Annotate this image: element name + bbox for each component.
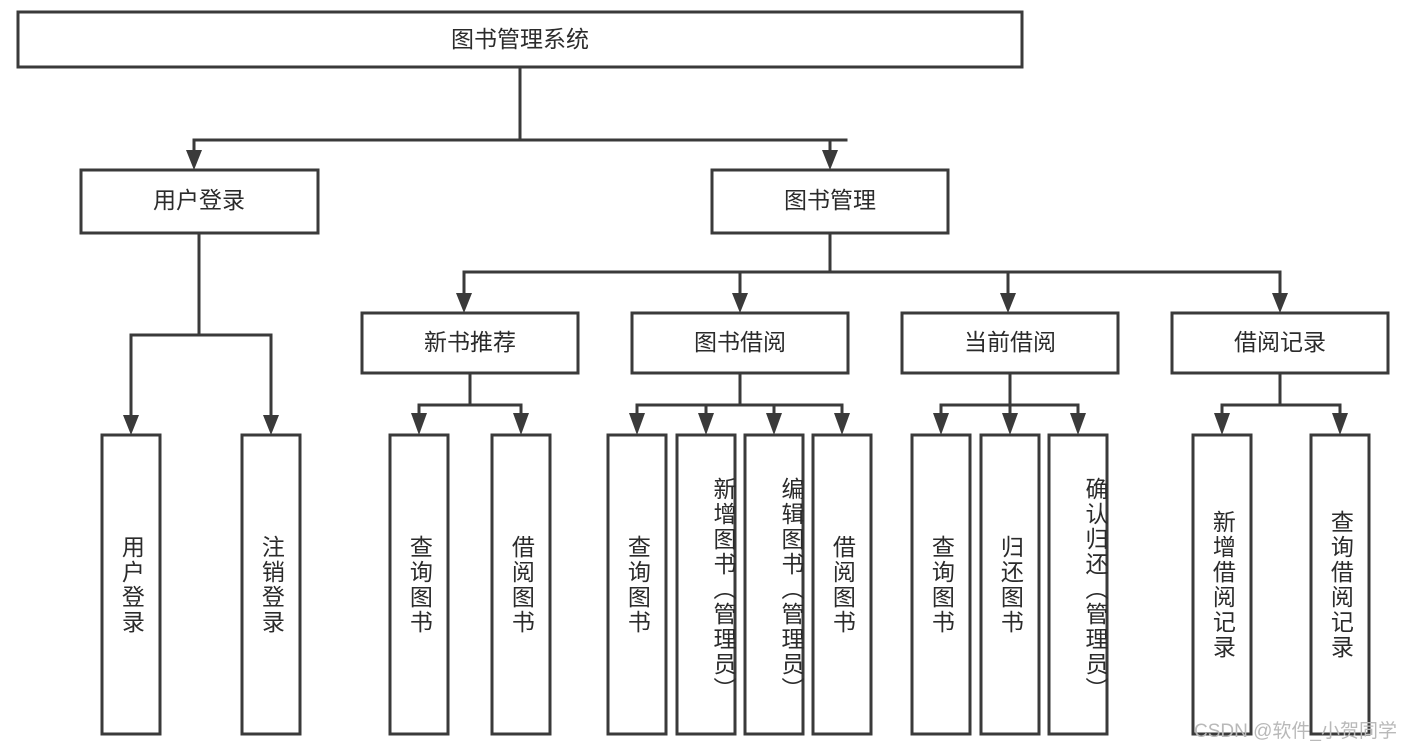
node-box-current-borrow[interactable] — [900, 311, 1120, 375]
node-box-leaf-current-return-book[interactable] — [979, 433, 1041, 736]
node-box-leaf-borrow-add-book[interactable] — [675, 433, 737, 736]
connectors-root-to-level2 — [186, 65, 848, 170]
node-box-leaf-borrow-query-book[interactable] — [606, 433, 668, 736]
node-label-leaf-borrow-add-book: 新增图书（管理员） — [710, 477, 736, 702]
watermark-text: CSDN @软件_小贺同学 — [1194, 721, 1397, 742]
arrowhead-leaf-borrow-borrow — [834, 413, 850, 435]
connectors-borrow-record-to-leaves — [1214, 371, 1348, 435]
node-label-leaf-record-query: 查询借阅记录 — [1327, 509, 1354, 660]
node-label-user-login: 用户登录 — [153, 187, 245, 213]
node-box-new-book-recommend[interactable] — [360, 311, 580, 375]
arrowhead-leaf-current-confirm — [1070, 413, 1086, 435]
node-box-leaf-current-confirm-return[interactable] — [1047, 433, 1109, 736]
arrowhead-leaf-rec-borrow-book — [513, 413, 529, 435]
connectors-book-manage-to-level3 — [456, 231, 1288, 313]
node-box-leaf-user-logout[interactable] — [240, 433, 302, 736]
node-box-leaf-user-login[interactable] — [100, 433, 162, 736]
node-label-root: 图书管理系统 — [451, 26, 589, 52]
node-label-book-borrow: 图书借阅 — [694, 329, 786, 355]
node-label-book-manage: 图书管理 — [784, 187, 876, 213]
node-label-new-book-recommend: 新书推荐 — [424, 329, 516, 355]
node-label-leaf-record-add: 新增借阅记录 — [1209, 509, 1236, 660]
node-box-book-borrow[interactable] — [630, 311, 850, 375]
node-label-borrow-record: 借阅记录 — [1234, 329, 1326, 355]
node-box-leaf-rec-borrow-book[interactable] — [490, 433, 552, 736]
node-label-leaf-current-confirm-return: 确认归还（管理员） — [1082, 477, 1108, 702]
node-box-root[interactable] — [16, 10, 1024, 69]
node-label-current-borrow: 当前借阅 — [964, 329, 1056, 355]
arrowhead-leaf-current-return — [1002, 413, 1018, 435]
node-box-user-login[interactable] — [79, 168, 320, 235]
connectors-user-login-to-leaves — [123, 231, 279, 435]
connectors-new-book-recommend-to-leaves — [411, 371, 529, 435]
node-box-borrow-record[interactable] — [1170, 311, 1390, 375]
arrowhead-current-borrow — [1000, 293, 1016, 313]
node-box-leaf-record-query[interactable] — [1309, 433, 1371, 736]
connectors-book-borrow-to-leaves — [629, 371, 850, 435]
node-box-leaf-current-query-book[interactable] — [910, 433, 972, 736]
arrowhead-leaf-rec-query-book — [411, 413, 427, 435]
node-label-leaf-current-query-book: 查询图书 — [928, 534, 955, 635]
node-label-leaf-borrow-edit-book: 编辑图书（管理员） — [778, 477, 804, 702]
node-label-leaf-current-return-book: 归还图书 — [997, 534, 1024, 635]
node-label-leaf-user-logout: 注销登录 — [258, 534, 285, 635]
arrowhead-new-book-recommend — [456, 293, 472, 313]
node-box-leaf-borrow-edit-book[interactable] — [743, 433, 805, 736]
arrowhead-leaf-record-add — [1214, 413, 1230, 435]
node-box-book-manage[interactable] — [710, 168, 950, 235]
node-box-leaf-record-add[interactable] — [1191, 433, 1253, 736]
arrowhead-leaf-user-login — [123, 415, 139, 435]
arrowhead-leaf-borrow-query — [629, 413, 645, 435]
node-box-leaf-rec-query-book[interactable] — [388, 433, 450, 736]
node-label-leaf-rec-borrow-book: 借阅图书 — [508, 534, 535, 635]
arrowhead-book-manage — [822, 150, 838, 170]
node-label-leaf-user-login: 用户登录 — [118, 534, 145, 635]
arrowhead-leaf-borrow-add — [698, 413, 714, 435]
arrowhead-book-borrow — [732, 293, 748, 313]
arrowhead-borrow-record — [1272, 293, 1288, 313]
arrowhead-leaf-borrow-edit — [766, 413, 782, 435]
arrowhead-leaf-record-query — [1332, 413, 1348, 435]
arrowhead-leaf-current-query — [933, 413, 949, 435]
connectors-current-borrow-to-leaves — [933, 371, 1086, 435]
node-label-leaf-borrow-query-book: 查询图书 — [624, 534, 651, 635]
arrowhead-user-login — [186, 150, 202, 170]
node-label-leaf-borrow-borrow-book: 借阅图书 — [829, 534, 856, 635]
node-box-leaf-borrow-borrow-book[interactable] — [811, 433, 873, 736]
arrowhead-leaf-user-logout — [263, 415, 279, 435]
node-label-leaf-rec-query-book: 查询图书 — [406, 534, 433, 635]
